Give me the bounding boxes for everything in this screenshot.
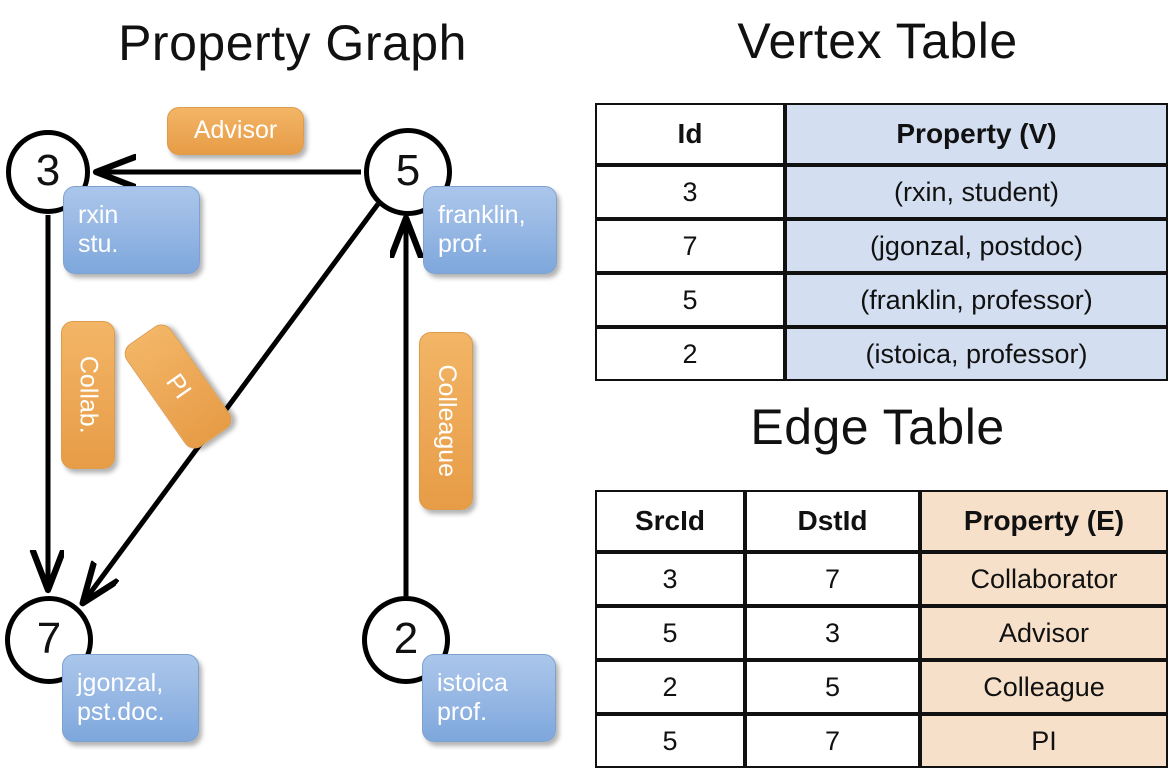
graph-node-5[interactable]: 5 — [364, 128, 452, 216]
node-property-2-line1: istoica — [437, 668, 508, 697]
vertex-cell-id: 7 — [595, 219, 785, 273]
vertex-cell-property: (jgonzal, postdoc) — [785, 219, 1168, 273]
vertex-table-header-row: Id Property (V) — [595, 103, 1168, 165]
edge-label-pi-text: PI — [160, 368, 197, 404]
node-property-3-line2: stu. — [78, 230, 119, 258]
property-graph-diagram: 3 5 7 2 rxin stu. franklin, prof. jgonza… — [0, 0, 585, 760]
edge-label-box-advisor[interactable]: Advisor — [167, 107, 304, 155]
page-title-vertex-table: Vertex Table — [737, 13, 1018, 69]
edge-label-box-colleague[interactable]: Colleague — [419, 332, 473, 510]
edge-table-header-dstid: DstId — [745, 490, 920, 552]
table-row[interactable]: 2 (istoica, professor) — [595, 327, 1168, 381]
node-property-3-line1: rxin — [78, 200, 119, 229]
edge-cell-dstid: 7 — [745, 714, 920, 768]
table-row[interactable]: 3 (rxin, student) — [595, 165, 1168, 219]
edge-table-header-property: Property (E) — [920, 490, 1168, 552]
node-property-2-line2: prof. — [437, 698, 488, 726]
edge-arrow-5-to-7 — [85, 202, 381, 600]
graph-node-2[interactable]: 2 — [362, 596, 450, 684]
table-row[interactable]: 3 7 Collaborator — [595, 552, 1168, 606]
vertex-cell-id: 3 — [595, 165, 785, 219]
table-row[interactable]: 5 7 PI — [595, 714, 1168, 768]
vertex-cell-property: (rxin, student) — [785, 165, 1168, 219]
vertex-table: Id Property (V) 3 (rxin, student) 7 (jgo… — [595, 103, 1168, 381]
edge-label-box-collab[interactable]: Collab. — [61, 321, 115, 469]
edge-cell-dstid: 3 — [745, 606, 920, 660]
vertex-cell-property: (franklin, professor) — [785, 273, 1168, 327]
node-property-5-line2: prof. — [438, 230, 489, 258]
edge-label-advisor-text: Advisor — [193, 116, 278, 145]
node-property-7-line1: jgonzal, — [77, 668, 164, 697]
edge-cell-srcid: 2 — [595, 660, 745, 714]
node-property-box-3[interactable]: rxin stu. — [63, 186, 200, 274]
edge-label-colleague-text: Colleague — [432, 364, 461, 478]
edge-cell-srcid: 5 — [595, 714, 745, 768]
edge-cell-dstid: 5 — [745, 660, 920, 714]
table-row[interactable]: 5 (franklin, professor) — [595, 273, 1168, 327]
graph-node-2-label: 2 — [393, 614, 419, 663]
edge-cell-srcid: 3 — [595, 552, 745, 606]
graph-node-7-label: 7 — [36, 614, 62, 663]
node-property-box-5[interactable]: franklin, prof. — [423, 186, 557, 274]
node-property-box-2[interactable]: istoica prof. — [422, 654, 556, 742]
edge-table-header-srcid: SrcId — [595, 490, 745, 552]
page-title-edge-table: Edge Table — [750, 399, 1005, 455]
graph-node-3-label: 3 — [35, 146, 61, 195]
vertex-table-header-property: Property (V) — [785, 103, 1168, 165]
table-row[interactable]: 2 5 Colleague — [595, 660, 1168, 714]
vertex-table-header-id: Id — [595, 103, 785, 165]
edge-table-header-row: SrcId DstId Property (E) — [595, 490, 1168, 552]
graph-node-5-label: 5 — [395, 146, 421, 195]
edge-cell-property: Collaborator — [920, 552, 1168, 606]
vertex-cell-id: 5 — [595, 273, 785, 327]
table-row[interactable]: 5 3 Advisor — [595, 606, 1168, 660]
edge-cell-property: Advisor — [920, 606, 1168, 660]
edge-cell-property: Colleague — [920, 660, 1168, 714]
edge-cell-dstid: 7 — [745, 552, 920, 606]
table-row[interactable]: 7 (jgonzal, postdoc) — [595, 219, 1168, 273]
edge-cell-srcid: 5 — [595, 606, 745, 660]
edge-table: SrcId DstId Property (E) 3 7 Collaborato… — [595, 490, 1168, 768]
graph-edge-arrows — [0, 0, 585, 760]
node-property-5-line1: franklin, — [438, 200, 526, 229]
page-title-property-graph: Property Graph — [118, 15, 467, 71]
vertex-cell-id: 2 — [595, 327, 785, 381]
node-property-box-7[interactable]: jgonzal, pst.doc. — [62, 654, 199, 742]
vertex-cell-property: (istoica, professor) — [785, 327, 1168, 381]
edge-label-collab-text: Collab. — [74, 356, 103, 434]
node-property-7-line2: pst.doc. — [77, 698, 165, 726]
